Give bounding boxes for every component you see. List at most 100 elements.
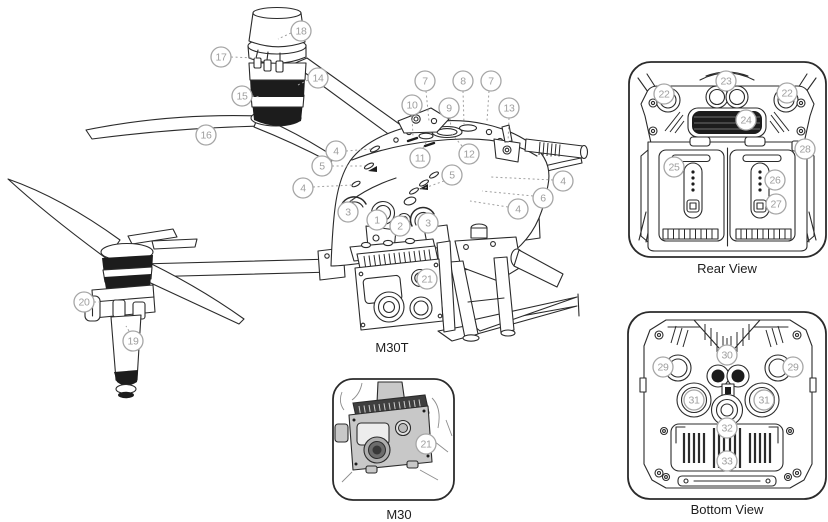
callout-number: 4 [300,183,306,195]
callout-6: 6 [532,187,554,209]
callout-circle [409,147,431,169]
callout-circle [337,201,359,223]
callout-number: 23 [720,76,732,88]
callout-circle [782,356,804,378]
callout-number: 31 [758,395,770,407]
callout-circle [292,177,314,199]
callout-circle [715,70,737,92]
callout-circle [414,70,436,92]
callout-13: 13 [498,97,520,119]
callout-26: 26 [764,169,786,191]
callout-2: 2 [389,215,411,237]
callout-number: 13 [503,103,515,115]
callout-circle [653,83,675,105]
callout-number: 4 [515,204,521,216]
leader-line-19 [125,325,130,332]
leader-line-11 [422,140,428,149]
callout-33: 33 [716,450,738,472]
callout-circle [652,356,674,378]
callout-circle [765,193,787,215]
leader-line-8 [462,90,465,125]
callout-29: 29 [782,356,804,378]
callout-number: 29 [787,362,799,374]
callout-number: 14 [312,73,324,85]
leader-line-10 [411,114,414,138]
callout-circle [73,291,95,313]
callout-7: 7 [414,70,436,92]
leader-line-6 [481,190,534,197]
top-propeller [85,115,337,163]
callout-circle [458,143,480,165]
callout-circle [366,209,388,231]
callout-number: 29 [657,362,669,374]
callout-circle [716,417,738,439]
rear-landing-legs [449,256,516,342]
callout-number: 6 [540,193,546,205]
leader-line-4 [489,176,554,181]
callout-1: 1 [366,209,388,231]
callout-20: 20 [73,291,95,313]
callout-number: 30 [721,350,733,362]
callout-4: 4 [507,198,529,220]
callout-circle [498,97,520,119]
callout-number: 21 [421,274,433,286]
callout-circle [401,94,423,116]
leader-line-15 [251,95,262,98]
callout-circle [290,20,312,42]
callout-31: 31 [683,389,705,411]
callout-number: 3 [345,207,351,219]
leader-line-9 [449,117,452,129]
callout-circle [480,70,502,92]
m30-inset-drawing [334,381,453,483]
callout-number: 16 [200,130,212,142]
callout-3: 3 [337,201,359,223]
callout-number: 33 [721,456,733,468]
leader-line-4 [312,184,353,188]
callout-9: 9 [438,97,460,119]
m30-main-lens [363,436,391,464]
callout-circle [552,170,574,192]
top-motor-assembly [247,6,307,127]
callout-circle [753,389,775,411]
callout-circle [663,156,685,178]
callout-number: 2 [397,221,403,233]
landing-gear-leg [110,314,142,399]
callout-number: 28 [799,144,811,156]
callout-number: 7 [488,76,494,88]
callout-circle [716,450,738,472]
callout-circle [438,97,460,119]
callout-number: 4 [560,176,566,188]
m30-inset: M30 [332,378,455,522]
callout-number: 5 [319,161,325,173]
bottom-view: Bottom View [627,311,827,517]
callout-number: 17 [215,52,227,64]
callout-19: 19 [122,330,144,352]
callout-4: 4 [552,170,574,192]
callout-3: 3 [417,212,439,234]
callout-25: 25 [663,156,685,178]
leader-lines [94,32,554,332]
callout-circle [417,212,439,234]
battery-button-right [753,199,767,213]
callout-number: 27 [770,199,782,211]
callout-17: 17 [210,46,232,68]
callout-number: 1 [374,215,380,227]
callout-circle [231,85,253,107]
callout-circle [210,46,232,68]
callout-4: 4 [325,140,347,162]
rear-view-caption: Rear View [697,261,757,276]
battery-right [729,149,796,242]
callout-circle [122,330,144,352]
zoom-camera-lens [373,291,405,323]
callout-circle [195,124,217,146]
callout-number: 8 [460,76,466,88]
leader-line-3 [350,197,355,203]
callout-circle [683,389,705,411]
battery-button-left [686,199,700,213]
callout-7: 7 [480,70,502,92]
callout-10: 10 [401,94,423,116]
callout-number: 25 [668,162,680,174]
callout-circle [441,164,463,186]
callout-number: 3 [425,218,431,230]
